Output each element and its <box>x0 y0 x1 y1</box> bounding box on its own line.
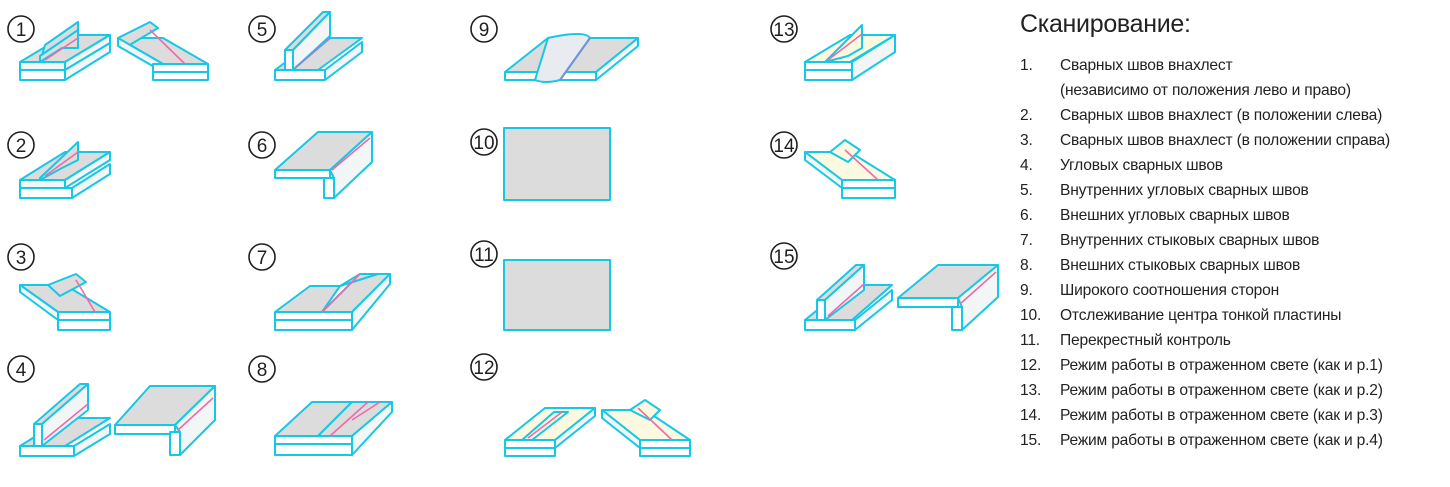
legend-item-text: Сварных швов внахлест <box>1060 57 1233 74</box>
legend-item-number <box>1020 78 1060 103</box>
weld-figure-7: 7 <box>248 243 391 331</box>
legend-item: 8. Внешних стыковых сварных швов <box>1020 253 1440 278</box>
legend-item-number: 7. <box>1020 232 1033 249</box>
legend-item: 6. Внешних угловых сварных швов <box>1020 203 1440 228</box>
legend-item-text: Угловых сварных швов <box>1060 157 1223 174</box>
legend-item-number: 2. <box>1020 107 1033 124</box>
badge-9: 9 <box>479 20 490 41</box>
plate-rect-10 <box>503 127 611 201</box>
legend-item: 9. Широкого соотношения сторон <box>1020 278 1440 303</box>
badge-5: 5 <box>257 20 268 41</box>
legend-item: 1. Сварных швов внахлест <box>1020 53 1440 78</box>
weld-figure-13: 13 <box>770 15 896 81</box>
weld-figure-4: 4 <box>7 355 216 457</box>
legend-item: 15. Режим работы в отраженном свете (как … <box>1020 428 1440 453</box>
legend-item-text: Внешних угловых сварных швов <box>1060 207 1290 224</box>
legend-item-text: Перекрестный контроль <box>1060 332 1231 349</box>
legend-item-text: (независимо от положения лево и право) <box>1060 82 1351 99</box>
legend-item-text: Внутренних стыковых сварных швов <box>1060 232 1320 249</box>
legend-item-text: Режим работы в отраженном свете (как и р… <box>1060 357 1383 374</box>
weld-figure-15: 15 <box>770 242 999 331</box>
legend-item-text: Сварных швов внахлест (в положении слева… <box>1060 107 1383 124</box>
badge-circle-1 <box>7 15 35 43</box>
weld-figure-10: 10 <box>470 127 611 201</box>
legend-item-text: Внешних стыковых сварных швов <box>1060 257 1301 274</box>
legend-item: 7. Внутренних стыковых сварных швов <box>1020 228 1440 253</box>
legend-item-number: 13. <box>1020 382 1042 399</box>
badge-11: 11 <box>474 245 494 266</box>
legend-item-number: 14. <box>1020 407 1042 424</box>
weld-figure-1: 1 <box>7 15 209 81</box>
weld-figure-9: 9 <box>470 15 639 83</box>
legend-item: 2. Сварных швов внахлест (в положении сле… <box>1020 103 1440 128</box>
legend-item-text: Режим работы в отраженном свете (как и р… <box>1060 382 1383 399</box>
legend-item-number: 11. <box>1020 332 1040 349</box>
legend-item: 11. Перекрестный контроль <box>1020 328 1440 353</box>
badge-13: 13 <box>773 20 794 41</box>
weld-figure-8: 8 <box>248 355 393 456</box>
badge-15: 15 <box>773 247 794 268</box>
badge-12: 12 <box>473 358 494 379</box>
weld-figure-12: 12 <box>470 353 691 457</box>
legend-item-text: Режим работы в отраженном свете (как и р… <box>1060 407 1383 424</box>
weld-figure-2: 2 <box>7 131 111 199</box>
weld-figure-11: 11 <box>470 240 611 331</box>
legend-item: 4. Угловых сварных швов <box>1020 153 1440 178</box>
legend-item-number: 15. <box>1020 432 1042 449</box>
legend-item: 13. Режим работы в отраженном свете (как … <box>1020 378 1440 403</box>
legend-item-number: 6. <box>1020 207 1033 224</box>
weld-types-diagram: 1 2 3 <box>7 11 999 457</box>
legend-item-number: 3. <box>1020 132 1033 149</box>
badge-4: 4 <box>16 360 27 381</box>
badge-6: 6 <box>257 136 268 157</box>
scan-modes-legend: Сканирование: 1. Сварных швов внахлест (не… <box>1020 10 1440 453</box>
legend-list: 1. Сварных швов внахлест (независимо от по… <box>1020 53 1440 453</box>
weld-figure-6: 6 <box>248 131 373 199</box>
legend-item-number: 9. <box>1020 282 1033 299</box>
legend-item: 10. Отслеживание центра тонкой пластины <box>1020 303 1440 328</box>
legend-item-text: Внутренних угловых сварных швов <box>1060 182 1309 199</box>
weld-figure-3: 3 <box>7 243 111 331</box>
legend-item-number: 8. <box>1020 257 1033 274</box>
legend-item-number: 12. <box>1020 357 1042 374</box>
badge-2: 2 <box>16 136 27 157</box>
badge-10: 10 <box>473 133 494 154</box>
legend-item: 5. Внутренних угловых сварных швов <box>1020 178 1440 203</box>
legend-item: 3. Сварных швов внахлест (в положении спр… <box>1020 128 1440 153</box>
legend-item: 12. Режим работы в отраженном свете (как … <box>1020 353 1440 378</box>
legend-item-number: 10. <box>1020 307 1042 324</box>
legend-item: (независимо от положения лево и право) <box>1020 78 1440 103</box>
badge-1: 1 <box>16 20 27 41</box>
legend-item-text: Сварных швов внахлест (в положении справ… <box>1060 132 1390 149</box>
legend-item-text: Широкого соотношения сторон <box>1060 282 1280 299</box>
legend-title: Сканирование: <box>1020 10 1191 38</box>
weld-figure-14: 14 <box>770 131 896 199</box>
legend-item-text: Отслеживание центра тонкой пластины <box>1060 307 1342 324</box>
badge-7: 7 <box>257 248 268 269</box>
legend-item-text: Режим работы в отраженном свете (как и р… <box>1060 432 1383 449</box>
legend-item-number: 1. <box>1020 57 1033 74</box>
legend-item: 14. Режим работы в отраженном свете (как … <box>1020 403 1440 428</box>
weld-figure-5: 5 <box>248 11 363 81</box>
badge-8: 8 <box>257 360 268 381</box>
badge-3: 3 <box>16 248 27 269</box>
legend-item-number: 5. <box>1020 182 1033 199</box>
badge-14: 14 <box>773 136 795 157</box>
plate-rect-11 <box>503 259 611 331</box>
legend-item-number: 4. <box>1020 157 1033 174</box>
